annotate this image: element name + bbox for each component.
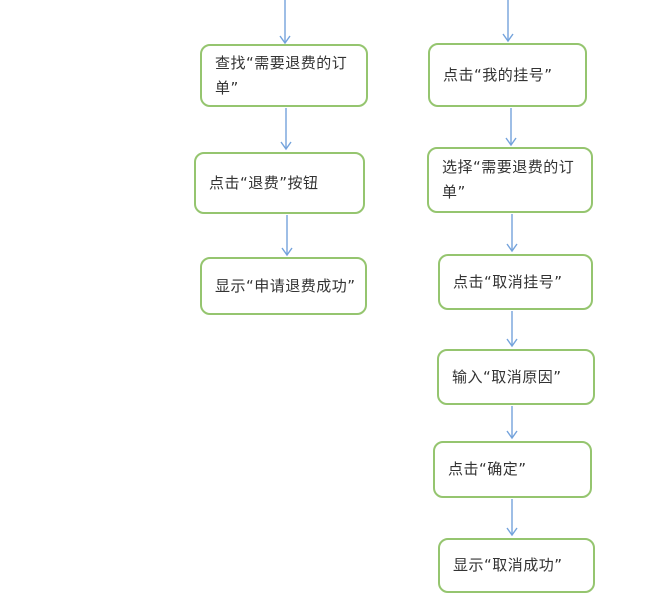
flow-node-cancel-success-message: 显示“取消成功”	[438, 538, 595, 593]
flow-node-label: 点击“退费”按钮	[209, 173, 319, 192]
arrow-right-2	[505, 108, 517, 147]
flow-node-find-refund-order: 查找“需要退费的订单”	[200, 44, 368, 107]
arrow-right-3	[506, 214, 518, 253]
arrow-left-2	[280, 108, 292, 151]
flow-node-label: 选择“需要退费的订单”	[442, 158, 575, 201]
flow-node-label: 点击“确定”	[448, 460, 527, 478]
flow-node-label: 点击“我的挂号”	[443, 65, 553, 84]
arrow-right-5	[506, 406, 518, 440]
flow-node-label: 点击“取消挂号”	[453, 272, 563, 291]
arrow-left-3	[281, 215, 293, 257]
flow-node-click-confirm: 点击“确定”	[433, 441, 592, 498]
flow-node-click-my-registration: 点击“我的挂号”	[428, 43, 587, 107]
arrow-right-1	[502, 0, 514, 43]
arrow-left-1	[279, 0, 291, 45]
flow-node-label: 显示“取消成功”	[453, 556, 563, 574]
flow-node-label: 查找“需要退费的订单”	[215, 53, 348, 97]
flow-node-click-refund-button: 点击“退费”按钮	[194, 152, 365, 214]
flow-node-select-refund-order: 选择“需要退费的订单”	[427, 147, 593, 213]
flow-node-label: 显示“申请退费成功”	[215, 276, 356, 295]
flow-node-refund-success-message: 显示“申请退费成功”	[200, 257, 367, 315]
arrow-right-6	[506, 499, 518, 537]
flow-node-click-cancel-registration: 点击“取消挂号”	[438, 254, 593, 310]
arrow-right-4	[506, 311, 518, 348]
flow-node-input-cancel-reason: 输入“取消原因”	[437, 349, 595, 405]
flow-node-label: 输入“取消原因”	[452, 367, 562, 386]
